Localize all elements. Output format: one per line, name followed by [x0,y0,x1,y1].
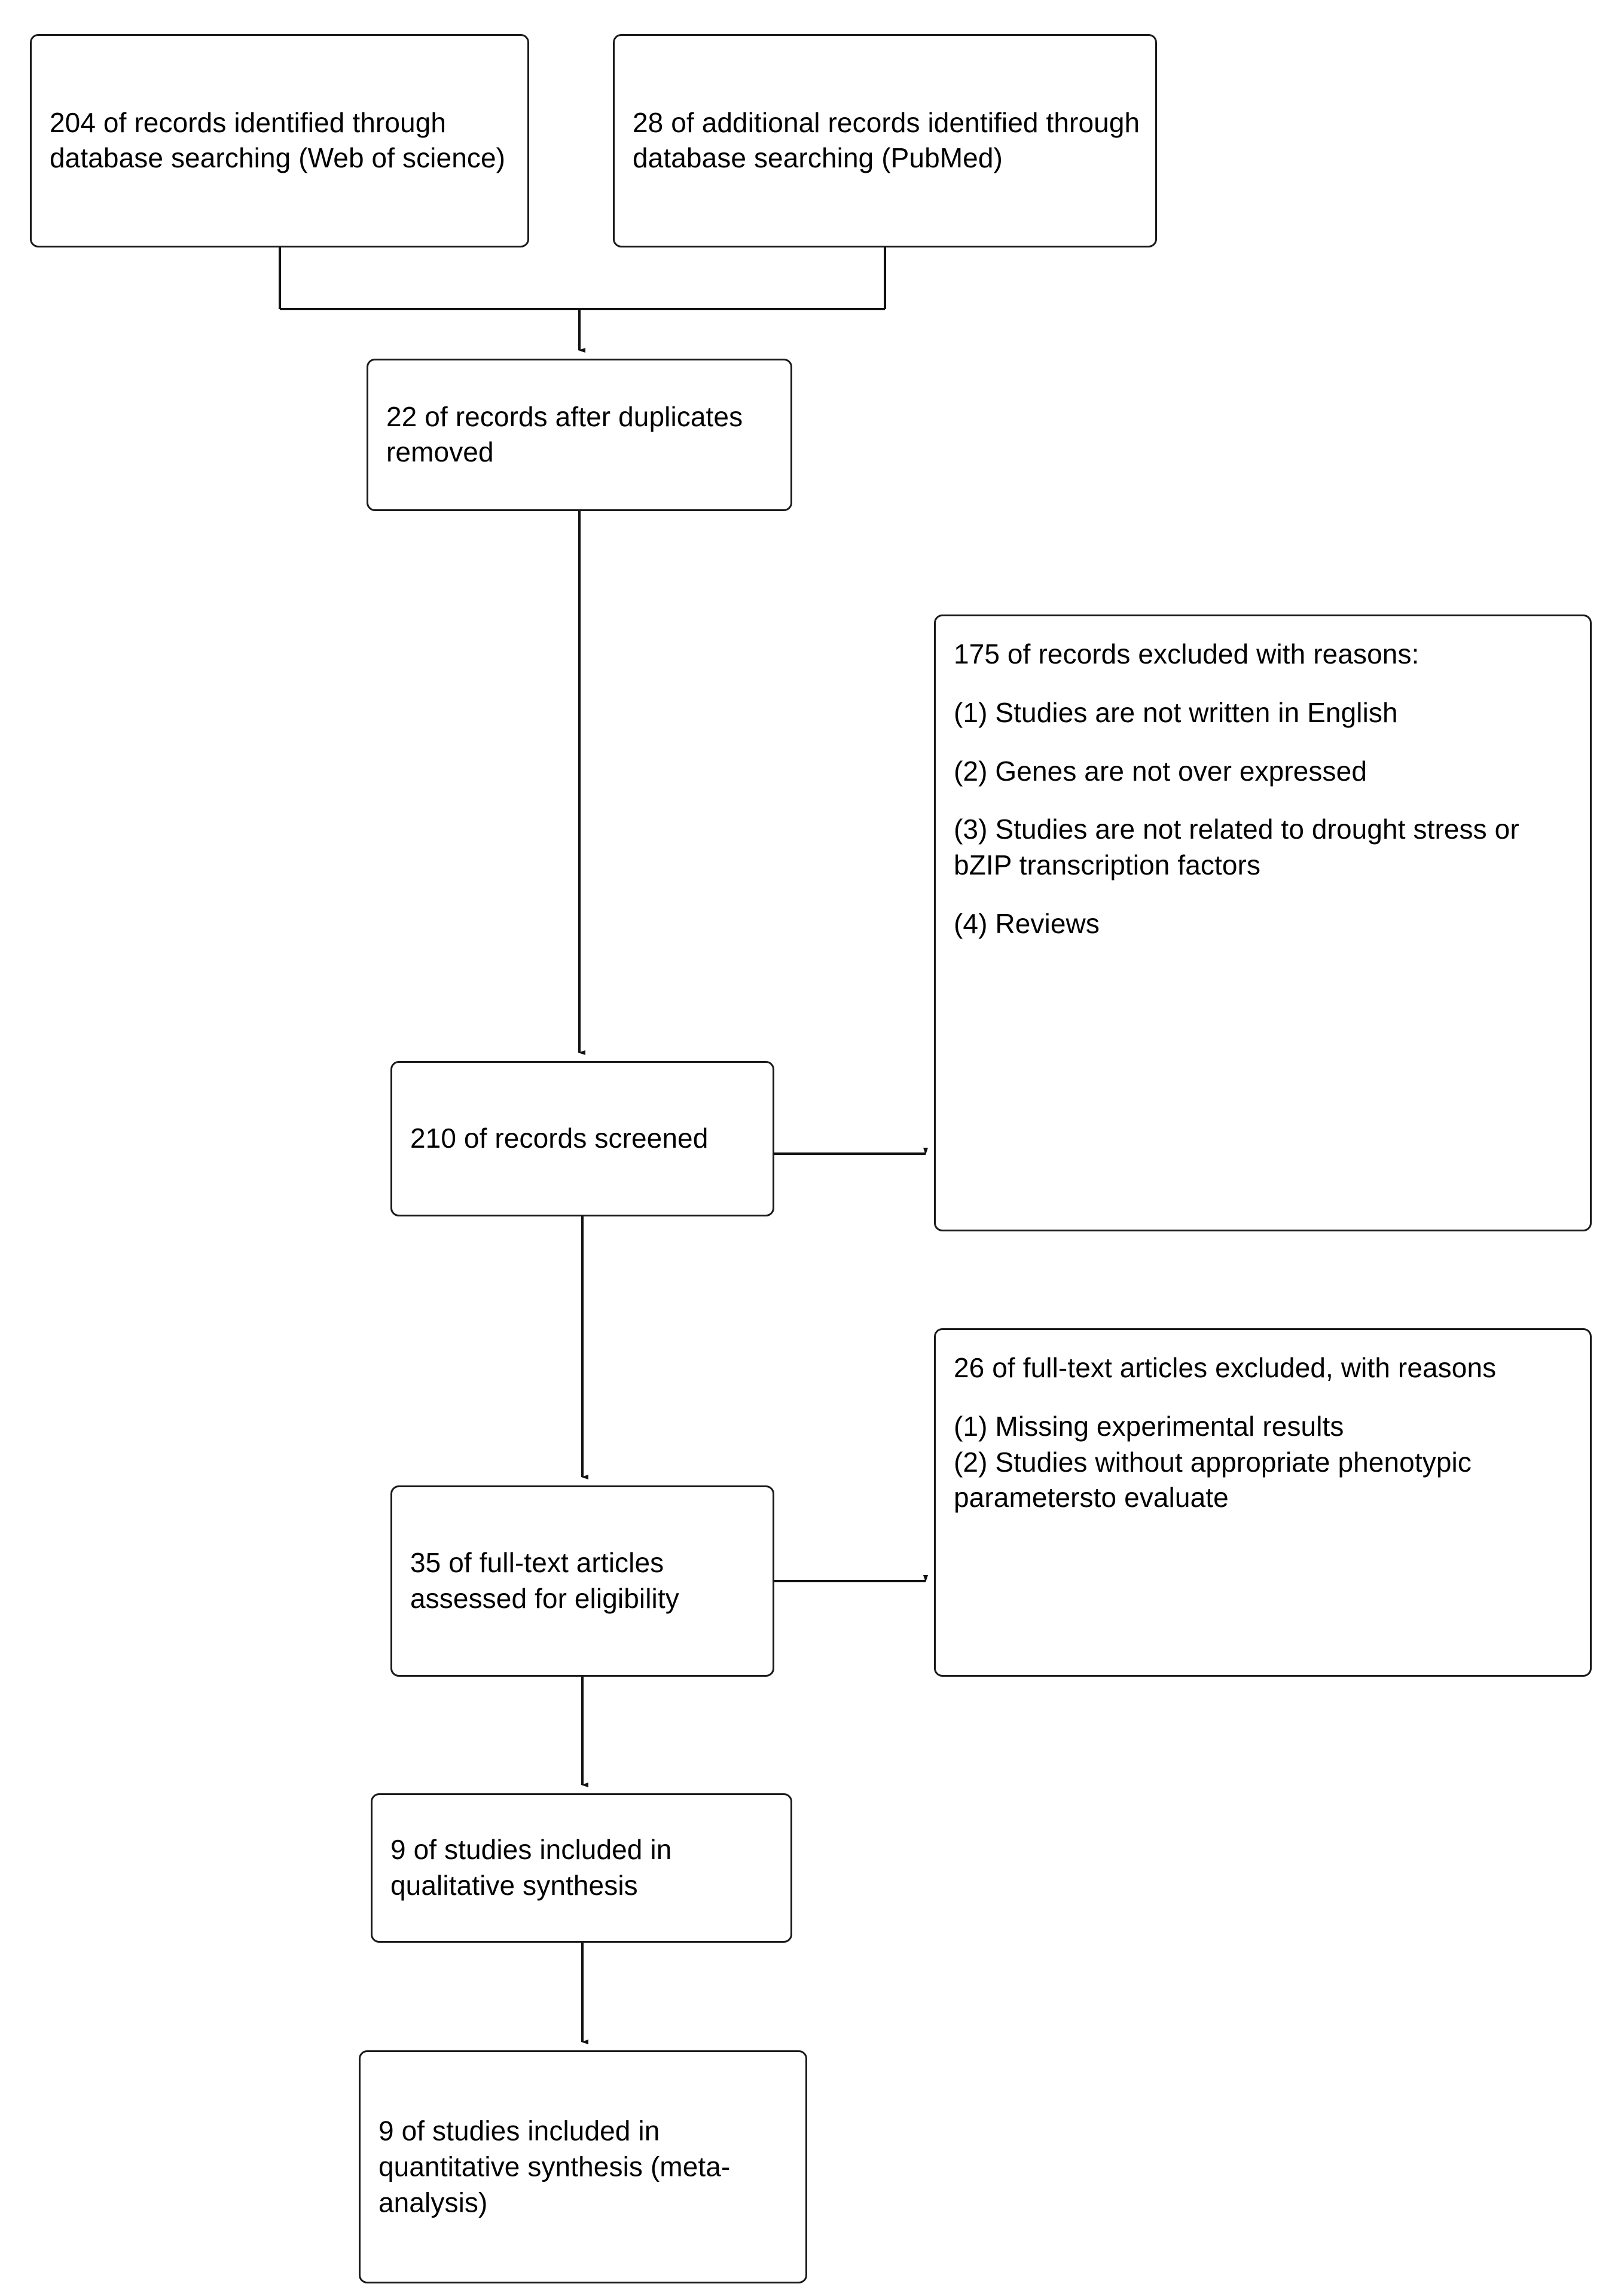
node-records-excluded-with-reasons[interactable]: 175 of records excluded with reasons: (1… [934,614,1592,1231]
node-records-screened[interactable]: 210 of records screened [390,1061,774,1216]
node-studies-qualitative-synthesis[interactable]: 9 of studies included in qualitative syn… [371,1793,792,1943]
node-fulltext-articles-excluded[interactable]: 26 of full-text articles excluded, with … [934,1328,1592,1677]
node-records-screened-text: 210 of records screened [410,1123,709,1154]
node-fulltext-articles-excluded-text: 26 of full-text articles excluded, with … [954,1352,1497,1514]
node-records-after-duplicates-removed[interactable]: 22 of records after duplicates removed [367,359,792,511]
node-studies-qualitative-synthesis-text: 9 of studies included in qualitative syn… [390,1834,672,1901]
node-records-identified-pubmed-text: 28 of additional records identified thro… [633,106,1140,174]
node-fulltext-articles-assessed[interactable]: 35 of full-text articles assessed for el… [390,1485,774,1677]
connector-identification-to-duplicates [279,247,886,353]
node-records-identified-pubmed[interactable]: 28 of additional records identified thro… [613,34,1157,247]
node-records-excluded-with-reasons-text: 175 of records excluded with reasons: (1… [954,638,1519,939]
node-records-identified-wos-text: 204 of records identified through databa… [50,106,506,174]
node-studies-quantitative-synthesis-text: 9 of studies included in quantitative sy… [378,2115,731,2218]
node-studies-quantitative-synthesis[interactable]: 9 of studies included in quantitative sy… [359,2050,807,2283]
node-records-identified-wos[interactable]: 204 of records identified through databa… [30,34,529,247]
node-records-after-duplicates-removed-text: 22 of records after duplicates removed [386,400,743,468]
node-fulltext-articles-assessed-text: 35 of full-text articles assessed for el… [410,1547,679,1614]
